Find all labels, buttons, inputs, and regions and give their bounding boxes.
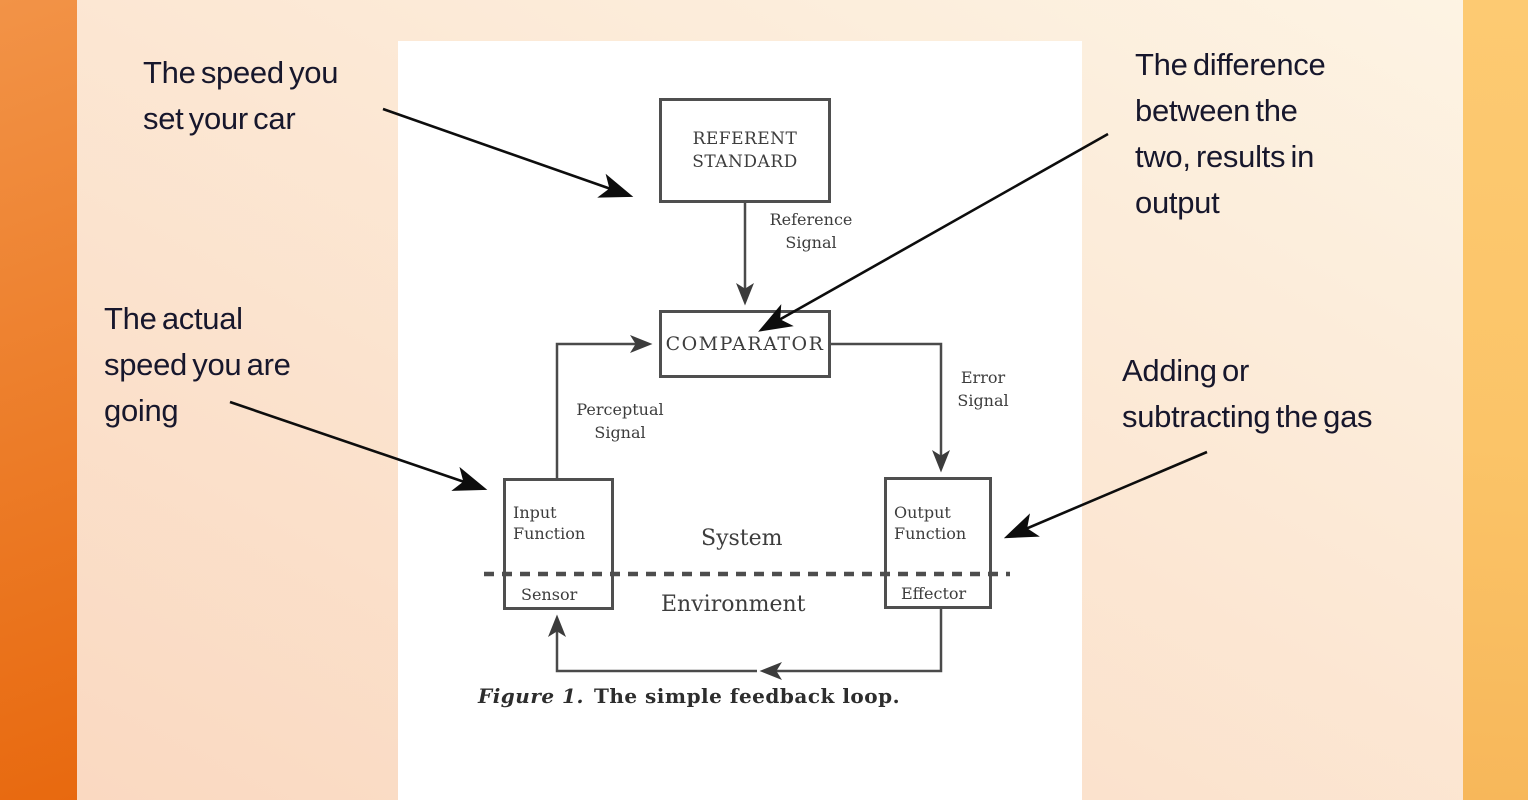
annotation-mid-right: Adding or subtracting the gas (1122, 353, 1373, 434)
input-function-box (503, 478, 614, 610)
system-region-label: System (701, 526, 783, 551)
referent-standard-box: REFERENT STANDARD (659, 98, 831, 203)
figure-caption-title: The simple feedback loop. (593, 684, 901, 708)
error-signal-label: Error Signal (957, 368, 1009, 410)
comparator-label: COMPARATOR (665, 333, 825, 355)
comparator-box: COMPARATOR (659, 310, 831, 378)
right-gradient-band (1463, 0, 1528, 800)
annotation-top-left: The speed you set your car (143, 55, 339, 136)
annotation-top-right: The difference between the two, results … (1135, 47, 1326, 220)
perceptual-signal-label: Perceptual Signal (576, 400, 664, 442)
referent-standard-label: REFERENT STANDARD (692, 128, 798, 172)
input-function-label: Input Function (513, 503, 586, 543)
left-gradient-band (0, 0, 77, 800)
output-function-label: Output Function (894, 503, 967, 543)
figure-caption: Figure 1. The simple feedback loop. (478, 684, 900, 708)
annotation-mid-left: The actual speed you are going (104, 301, 291, 428)
sensor-label: Sensor (521, 585, 578, 604)
effector-label: Effector (901, 584, 967, 603)
figure-number-label: Figure 1. (478, 684, 584, 708)
output-function-box (884, 477, 992, 609)
reference-signal-label: Reference Signal (769, 210, 853, 252)
environment-region-label: Environment (661, 592, 806, 617)
